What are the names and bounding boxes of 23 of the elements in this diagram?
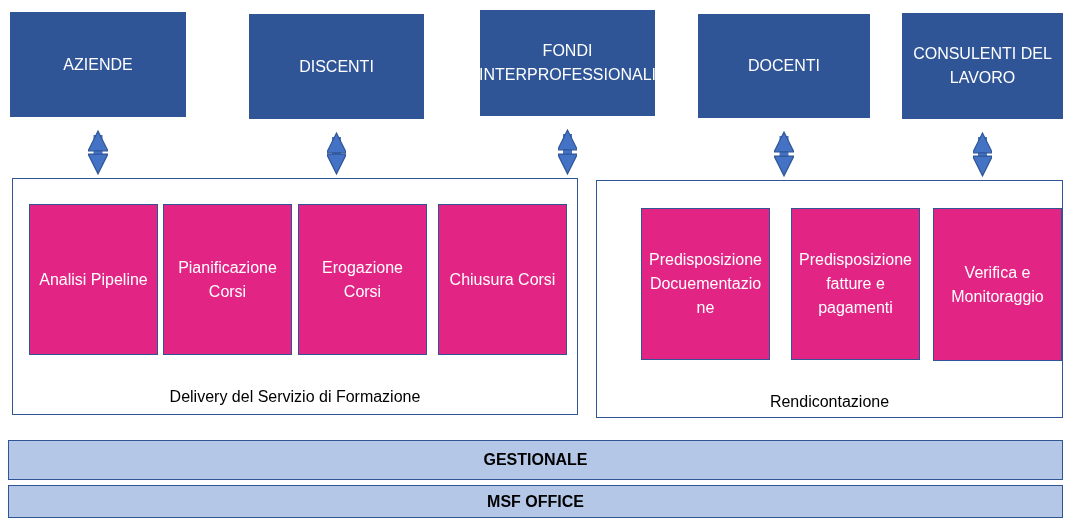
system-bar: MSF OFFICE [8,485,1063,518]
process-box: Pianificazione Corsi [163,204,292,355]
stakeholder-box: FONDI INTERPROFESSIONALI [480,10,655,116]
system-bar: GESTIONALE [8,440,1063,480]
double-arrow [87,130,109,175]
stakeholder-box: AZIENDE [10,12,186,117]
process-box: Predisposizione Docuementazione [641,208,770,360]
double-arrow [773,131,795,177]
group-title: Rendicontazione [768,393,891,411]
process-box: Predisposizione fatture e pagamenti [791,208,920,360]
process-box: Erogazione Corsi [298,204,427,355]
stakeholder-box: DOCENTI [698,14,870,118]
double-arrow [326,132,347,175]
group-title: Delivery del Servizio di Formazione [168,388,422,406]
stakeholder-box: DISCENTI [249,14,424,119]
double-arrow [557,129,578,175]
process-box: Analisi Pipeline [29,204,158,355]
process-box: Verifica e Monitoraggio [933,208,1062,361]
double-arrow [972,132,993,177]
group-panel [12,178,578,415]
process-box: Chiusura Corsi [438,204,567,355]
group-panel [596,180,1063,418]
stakeholder-box: CONSULENTI DEL LAVORO [902,13,1063,119]
